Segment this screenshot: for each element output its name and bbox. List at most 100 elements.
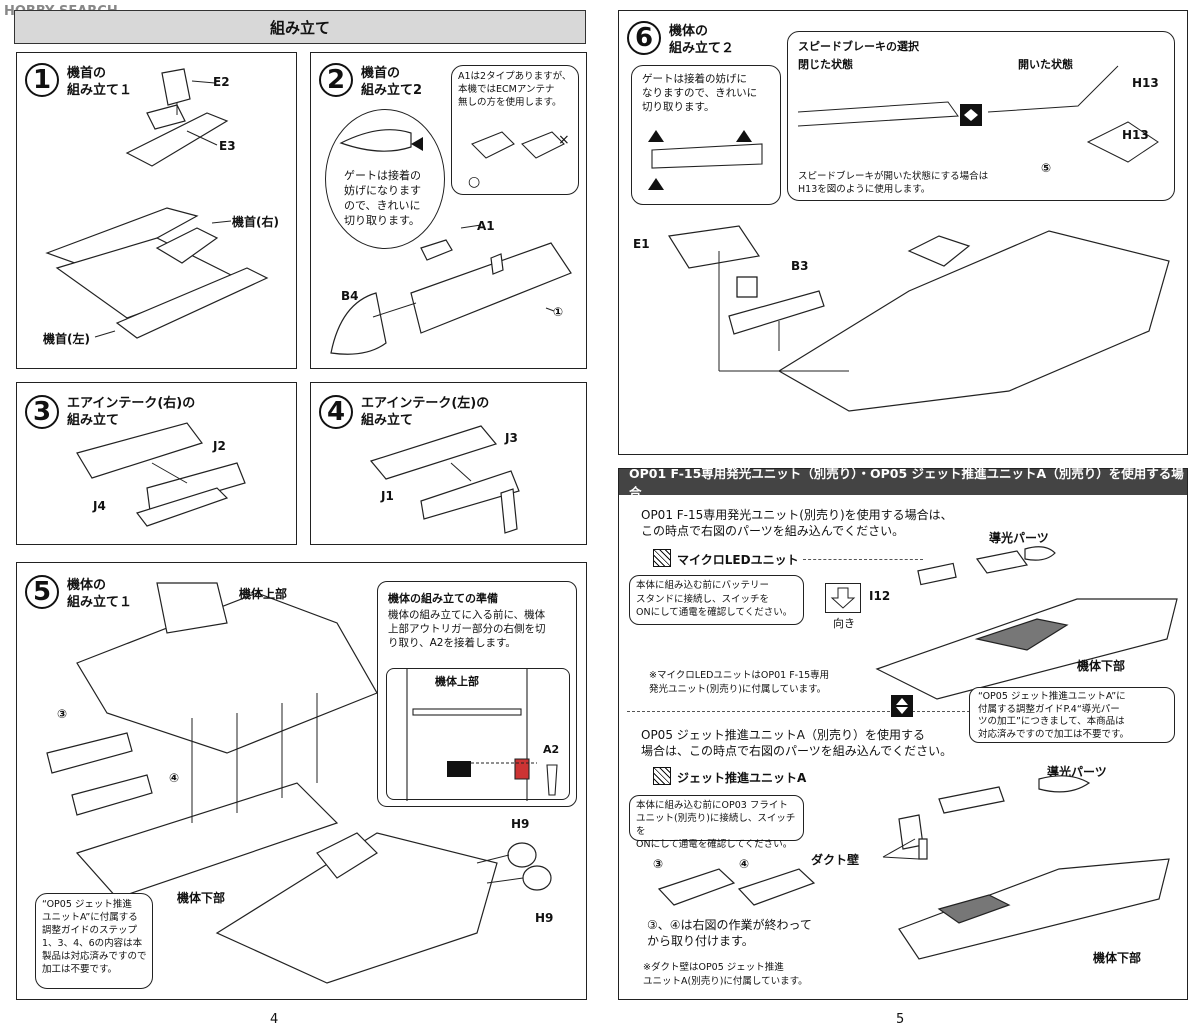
step5-body-diagram: [46, 582, 552, 984]
led-leader-line: [803, 559, 923, 560]
step6-body-diagram: [668, 225, 1170, 412]
part-label-e3: E3: [219, 139, 236, 153]
light-parts-label: 導光パーツ: [989, 531, 1049, 545]
step6-title: 機体の 組み立て２: [669, 24, 735, 56]
step1-title: 機首の 組み立て１: [67, 66, 133, 98]
part-label-h13-a: H13: [1132, 76, 1159, 90]
step2-panel: 2 機首の 組み立て2 A1は2タイプありますが、 本機ではECMアンテナ 無し…: [310, 52, 587, 369]
prep-detail-art: [406, 669, 558, 801]
part-label-h9-top: H9: [511, 817, 530, 831]
prep-box: 機体の組み立ての準備 機体の組み立てに入る前に、機体 上部アウトリガー部分の右側…: [377, 581, 577, 807]
gate-arrow-icon-1: [648, 130, 664, 142]
down-arrow-icon: [830, 587, 856, 609]
prep-label-upper: 機体上部: [435, 675, 479, 688]
cut-marker-icon: [447, 761, 471, 777]
step6-panel: 6 機体の 組み立て２ ゲートは接着の妨げに なりますので、きれいに 切り取りま…: [618, 10, 1188, 455]
part-label-a1: A1: [477, 219, 495, 233]
op05-guide-note: “OP05 ジェット推進 ユニットA”に付属する 調整ガイドのステップ 1、3、…: [35, 893, 153, 989]
part-label-e2: E2: [213, 75, 230, 89]
speedbrake-box: スピードブレーキの選択 閉じた状態 開いた状態 スピードブレーキが開いた状態にす…: [787, 31, 1175, 201]
led-note-box: 本体に組み込む前にバッテリー スタンドに接続し、スイッチを ONにして通電を確認…: [629, 575, 804, 625]
step5-number: 5: [25, 575, 59, 609]
part-label-e1: E1: [633, 237, 650, 251]
jet-note-text: 本体に組み込む前にOP03 フライト ユニット(別売り)に接続し、スイッチを O…: [636, 800, 796, 850]
op05-guide-note-text: “OP05 ジェット推進 ユニットA”に付属する 調整ガイドのステップ 1、3、…: [42, 899, 147, 975]
options-panel: OP01 F-15専用発光ユニット（別売り）・OP05 ジェット推進ユニットA（…: [618, 466, 1188, 1000]
label-lower-body: 機体下部: [177, 891, 226, 905]
label-nose-left: 機首(左): [43, 332, 90, 346]
page-number-left-text: 4: [270, 1012, 279, 1027]
step2-title: 機首の 組み立て2: [361, 66, 423, 98]
op05-guide-text: “OP05 ジェット推進ユニットA”に 付属する調整ガイドP.4“導光パー ツの…: [978, 691, 1130, 740]
part-label-b3: B3: [791, 259, 809, 273]
jet-note-box: 本体に組み込む前にOP03 フライト ユニット(別売り)に接続し、スイッチを O…: [629, 795, 804, 850]
step3-panel: 3 エアインテーク(右)の 組み立て J2 J4: [16, 382, 297, 545]
part-label-b4: B4: [341, 289, 359, 303]
step1-panel: 1 機首の 組み立て１ E2 E3 機首(右) 機首(左): [16, 52, 297, 369]
i12-direction-box: [825, 583, 861, 613]
step3-intake-diagram: [76, 422, 246, 527]
step1-number: 1: [25, 63, 59, 97]
label-nose-right: 機首(右): [232, 215, 279, 229]
mount-note: ③、④は右図の作業が終わって から取り付けます。: [647, 918, 812, 948]
page-number-right-text: 5: [896, 1012, 905, 1027]
part-label-h9-bottom: H9: [535, 911, 554, 925]
op01-assembly-art: [875, 546, 1178, 700]
step4-panel: 4 エアインテーク(左)の 組み立て J3 J1: [310, 382, 587, 545]
circled-4: ④: [169, 771, 180, 785]
speedbrake-note: スピードブレーキが開いた状態にする場合は H13を図のように使用します。: [798, 171, 989, 195]
a1-variants: [471, 131, 565, 159]
gate-note-text: ゲートは接着の 妨げになります ので、きれいに 切り取ります。: [344, 169, 421, 227]
led-source-note: ※マイクロLEDユニットはOP01 F-15専用 発光ユニット(別売り)に付属し…: [649, 670, 830, 695]
step1-nose-diagram: [45, 68, 269, 339]
section-header: 組み立て: [14, 10, 586, 44]
part-label-j4: J4: [93, 499, 106, 513]
speedbrake-title: スピードブレーキの選択: [798, 40, 919, 53]
gate-arrow-icon: [411, 137, 423, 151]
step4-number: 4: [319, 395, 353, 429]
gate-note-6-text: ゲートは接着の妨げに なりますので、きれいに 切り取ります。: [642, 73, 758, 113]
op05-text: OP05 ジェット推進ユニットA（別売り）を使用する 場合は、この時点で右図のパ…: [641, 728, 953, 758]
page-number-left: 4: [270, 1012, 278, 1027]
step5-title: 機体の 組み立て１: [67, 578, 133, 610]
gate-arrow-icon-3: [648, 178, 664, 190]
ng-mark: ×: [558, 132, 570, 148]
step2-number: 2: [319, 63, 353, 97]
duct-wall-label: ダクト壁: [811, 853, 860, 867]
lower-body-label-1: 機体下部: [1077, 659, 1126, 673]
op01-text: OP01 F-15専用発光ユニット(別売り)を使用する場合は、 この時点で右図の…: [641, 508, 953, 538]
options-header-text: OP01 F-15専用発光ユニット（別売り）・OP05 ジェット推進ユニットA（…: [629, 466, 1184, 500]
step6-number: 6: [627, 21, 661, 55]
gate-arrow-icon-2: [736, 130, 752, 142]
step2-nose-diagram: [330, 129, 572, 355]
open-state-label: 開いた状態: [1018, 58, 1073, 71]
cut-marker-icon-6: [736, 276, 758, 298]
sub-assembly-5: ⑤: [1041, 161, 1052, 175]
step4-title: エアインテーク(左)の 組み立て: [361, 396, 490, 428]
a1-note-text: A1は2タイプありますが、 本機ではECMアンテナ 無しの方を使用します。: [458, 71, 572, 108]
led-unit-icon: [653, 549, 671, 567]
options-header: OP01 F-15専用発光ユニット（別売り）・OP05 ジェット推進ユニットA（…: [619, 466, 1187, 500]
part-label-j2: J2: [213, 439, 226, 453]
ok-mark: ○: [468, 174, 481, 190]
part-label-j3: J3: [505, 431, 518, 445]
op05-guide-box: “OP05 ジェット推進ユニットA”に 付属する調整ガイドP.4“導光パー ツの…: [969, 687, 1175, 743]
section-header-text: 組み立て: [269, 18, 330, 37]
direction-label: 向き: [833, 617, 855, 630]
led-unit-label: マイクロLEDユニット: [677, 553, 799, 567]
step5-panel: 5 機体の 組み立て１ 機体上部 ③ ④ 機体下部 H9 H9 機体: [16, 562, 587, 1000]
a1-note-bubble: A1は2タイプありますが、 本機ではECMアンテナ 無しの方を使用します。 ○ …: [451, 65, 579, 195]
prep-detail-frame: 機体上部 A2: [386, 668, 570, 801]
or-swap-icon-art: [896, 698, 908, 714]
closed-state-label: 閉じた状態: [798, 58, 853, 71]
gate-part-art: [648, 130, 763, 190]
step3-title: エアインテーク(右)の 組み立て: [67, 396, 196, 428]
circled-4-op: ④: [739, 857, 750, 871]
page-number-right: 5: [896, 1012, 904, 1027]
op05-assembly-art: [657, 775, 1170, 960]
sub-assembly-1: ①: [553, 305, 564, 319]
circled-3: ③: [57, 707, 68, 721]
speedbrake-art: [797, 65, 1159, 163]
prep-text: 機体の組み立てに入る前に、機体 上部アウトリガー部分の右側を切 り取り、A2を接…: [388, 609, 546, 649]
circled-3-op: ③: [653, 857, 664, 871]
